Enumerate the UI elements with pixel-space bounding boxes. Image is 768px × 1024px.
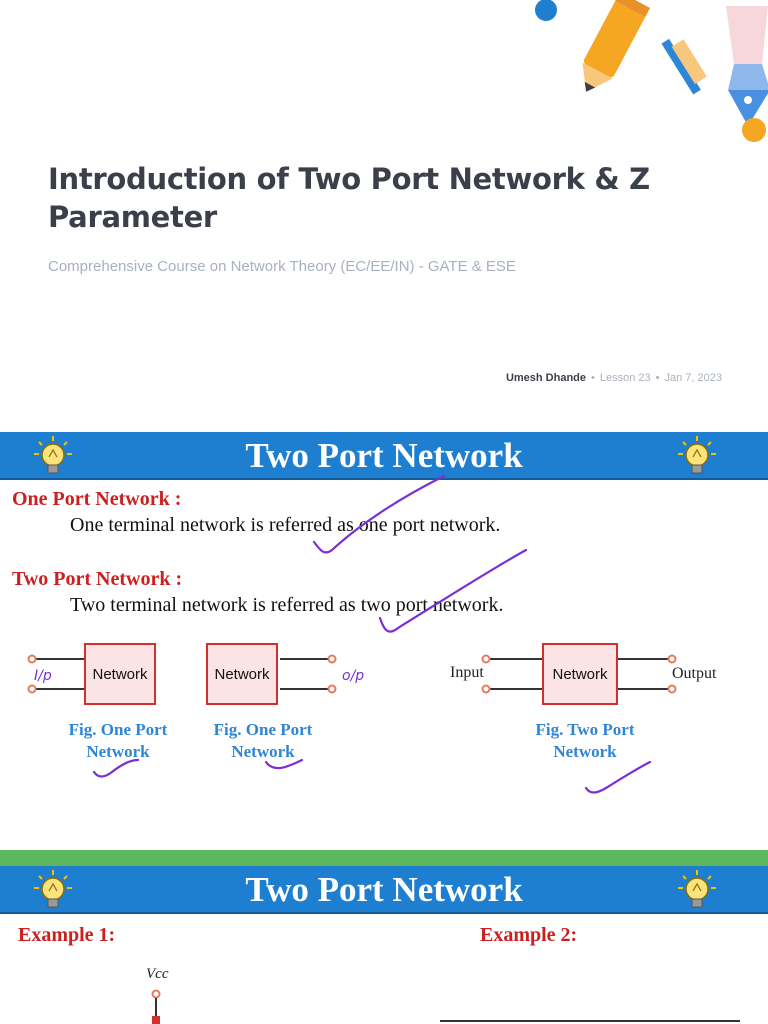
slide-title: Two Port Network <box>245 870 523 909</box>
one-port-network-box: Network <box>206 643 278 705</box>
slide-title: Two Port Network <box>245 436 523 475</box>
slide-two-port-definition: Two Port Network One Port Network : One … <box>0 432 768 850</box>
two-port-definition: Two terminal network is referred as two … <box>70 594 504 616</box>
caption-line: Network <box>86 742 150 761</box>
two-port-network-box: Network <box>542 643 618 705</box>
slide-banner: Two Port Network <box>0 866 768 914</box>
figure-caption: Fig. Two Port Network <box>526 719 644 763</box>
lightbulb-icon <box>34 436 72 474</box>
handwritten-output-note: o/p <box>342 668 365 684</box>
figure-caption: Fig. One Port Network <box>204 719 322 763</box>
stationery-illustration <box>535 0 768 142</box>
figure-caption: Fig. One Port Network <box>60 719 176 763</box>
slide-two-port-examples: Two Port Network Example 1: Example 2: V… <box>0 866 768 1024</box>
slide-banner: Two Port Network <box>0 432 768 480</box>
slide-divider <box>0 850 768 866</box>
caption-line: Network <box>553 742 617 761</box>
vcc-label: Vcc <box>146 966 169 982</box>
lesson-header: Introduction of Two Port Network & Z Par… <box>0 0 768 420</box>
one-port-heading: One Port Network : <box>12 488 182 510</box>
two-port-heading: Two Port Network : <box>12 568 183 590</box>
example-2-heading: Example 2: <box>480 924 578 946</box>
lesson-title: Introduction of Two Port Network & Z Par… <box>48 162 650 234</box>
lightbulb-icon <box>34 870 72 908</box>
lightbulb-icon <box>678 870 716 908</box>
lesson-date: Jan 7, 2023 <box>664 372 723 384</box>
caption-line: Fig. One Port <box>68 720 168 739</box>
caption-line: Fig. One Port <box>213 720 313 739</box>
one-port-network-box: Network <box>84 643 156 705</box>
meta-separator: • <box>655 372 660 384</box>
one-port-definition: One terminal network is referred as one … <box>70 514 501 536</box>
author-link[interactable]: Umesh Dhande <box>505 372 587 384</box>
input-label: Input <box>450 664 484 681</box>
meta-separator: • <box>591 372 595 384</box>
output-label: Output <box>672 665 717 682</box>
example-1-heading: Example 1: <box>18 924 116 946</box>
lesson-meta: Umesh Dhande • Lesson 23 • Jan 7, 2023 <box>506 372 722 384</box>
lightbulb-icon <box>678 436 716 474</box>
handwritten-input-note: I/p <box>34 668 52 684</box>
caption-line: Network <box>231 742 295 761</box>
course-subtitle: Comprehensive Course on Network Theory (… <box>48 258 516 275</box>
lesson-number: Lesson 23 <box>599 372 651 384</box>
caption-line: Fig. Two Port <box>535 720 635 739</box>
